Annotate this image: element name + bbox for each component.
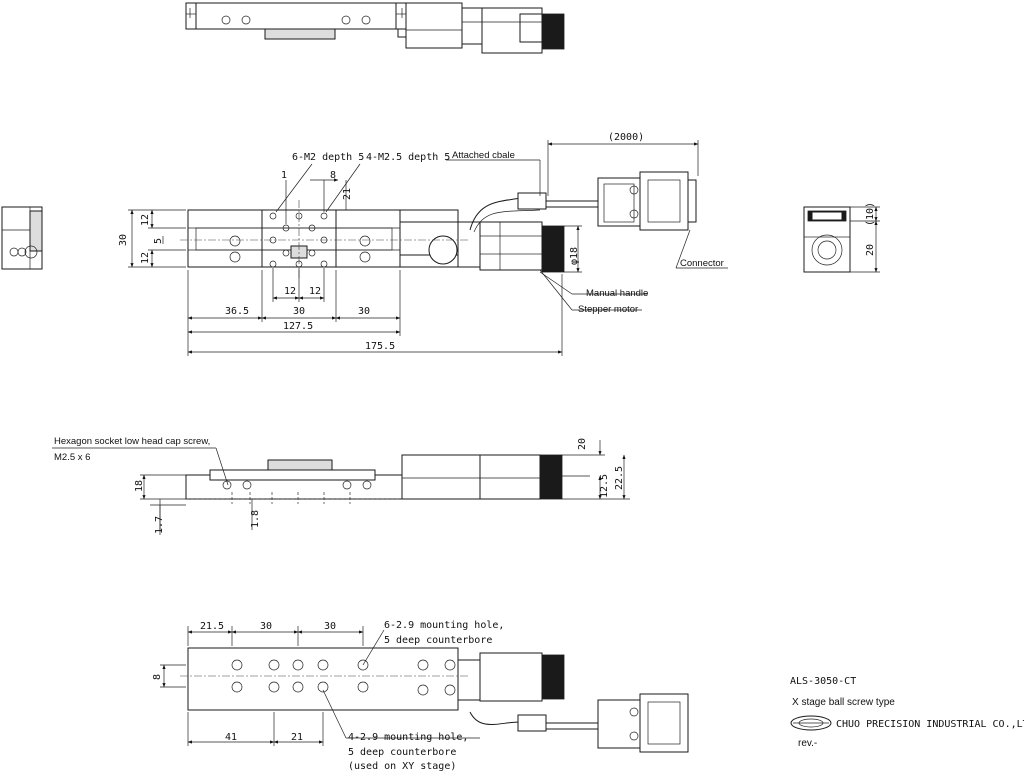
top-elevation-view bbox=[185, 2, 565, 54]
dim-21-plan: 21 bbox=[342, 188, 353, 200]
label-cap-screw-size: M2.5 x 6 bbox=[54, 452, 90, 463]
dim-8: 8 bbox=[330, 170, 336, 181]
dim-12-5: 12.5 bbox=[599, 474, 610, 498]
dim-12-upper: 12 bbox=[140, 214, 151, 226]
dim-phi18: φ18 bbox=[569, 247, 580, 265]
dim-12-b: 12 bbox=[309, 286, 321, 297]
label-6-holes-line2: 5 deep counterbore bbox=[384, 635, 492, 646]
label-4-holes-line3: (used on XY stage) bbox=[348, 761, 456, 772]
dim-cable-length: (2000) bbox=[608, 132, 644, 143]
dim-12-lower: 12 bbox=[140, 252, 151, 264]
dim-21-bottom: 21 bbox=[291, 732, 303, 743]
dimension-texts: 36.5 30 30 12 12 127.5 175.5 (2000) 1 8 … bbox=[118, 132, 876, 743]
title-block: ALS-3050-CT X stage ball screw type CHUO… bbox=[790, 676, 1024, 749]
annotation-texts: 6-M2 depth 5 4-M2.5 depth 5 Attached cba… bbox=[54, 150, 724, 772]
left-end-view bbox=[1, 206, 43, 270]
company-name: CHUO PRECISION INDUSTRIAL CO.,LTD. bbox=[836, 719, 1024, 730]
dim-30-plan-a: 30 bbox=[293, 306, 305, 317]
label-6-holes-line1: 6-2.9 mounting hole, bbox=[384, 620, 504, 631]
model-number: ALS-3050-CT bbox=[790, 676, 856, 687]
dim-36-5: 36.5 bbox=[225, 306, 249, 317]
dim-20-end: 20 bbox=[865, 244, 876, 256]
company-logo bbox=[790, 715, 832, 731]
dim-8-bottom: 8 bbox=[152, 674, 163, 680]
right-end-view bbox=[803, 206, 851, 273]
dim-1: 1 bbox=[281, 170, 287, 181]
dim-22-5: 22.5 bbox=[614, 466, 625, 490]
label-attached-cable: Attached cbale bbox=[452, 150, 515, 161]
dim-30-bottom-a: 30 bbox=[260, 621, 272, 632]
revision: rev.- bbox=[798, 738, 817, 749]
dim-41: 41 bbox=[225, 732, 237, 743]
plan-view bbox=[180, 171, 697, 280]
dim-30-height: 30 bbox=[118, 234, 129, 246]
dim-30-bottom-b: 30 bbox=[324, 621, 336, 632]
side-view bbox=[185, 454, 563, 504]
bottom-view bbox=[180, 647, 689, 753]
label-cap-screw: Hexagon socket low head cap screw, bbox=[54, 436, 210, 447]
dim-30-plan-b: 30 bbox=[358, 306, 370, 317]
label-stepper-motor: Stepper motor bbox=[578, 304, 638, 315]
dim-127-5: 127.5 bbox=[283, 321, 313, 332]
dim-1-7: 1.7 bbox=[154, 516, 165, 534]
dim-10: (10) bbox=[865, 202, 876, 226]
model-description: X stage ball screw type bbox=[792, 697, 895, 708]
dim-21-5: 21.5 bbox=[200, 621, 224, 632]
label-4-holes-line1: 4-2.9 mounting hole, bbox=[348, 732, 468, 743]
dim-18: 18 bbox=[134, 480, 145, 492]
dim-5: 5 bbox=[153, 238, 164, 244]
dim-175-5: 175.5 bbox=[365, 341, 395, 352]
label-connector: Connector bbox=[680, 258, 724, 269]
dim-12-a: 12 bbox=[284, 286, 296, 297]
label-m2-holes: 6-M2 depth 5 bbox=[292, 152, 364, 163]
label-manual-handle: Manual handle bbox=[586, 288, 648, 299]
label-4-holes-line2: 5 deep counterbore bbox=[348, 747, 456, 758]
label-m25-holes: 4-M2.5 depth 5 bbox=[366, 152, 450, 163]
dim-20-side: 20 bbox=[577, 438, 588, 450]
dimension-lines bbox=[52, 140, 880, 746]
dim-1-8: 1.8 bbox=[250, 510, 261, 528]
